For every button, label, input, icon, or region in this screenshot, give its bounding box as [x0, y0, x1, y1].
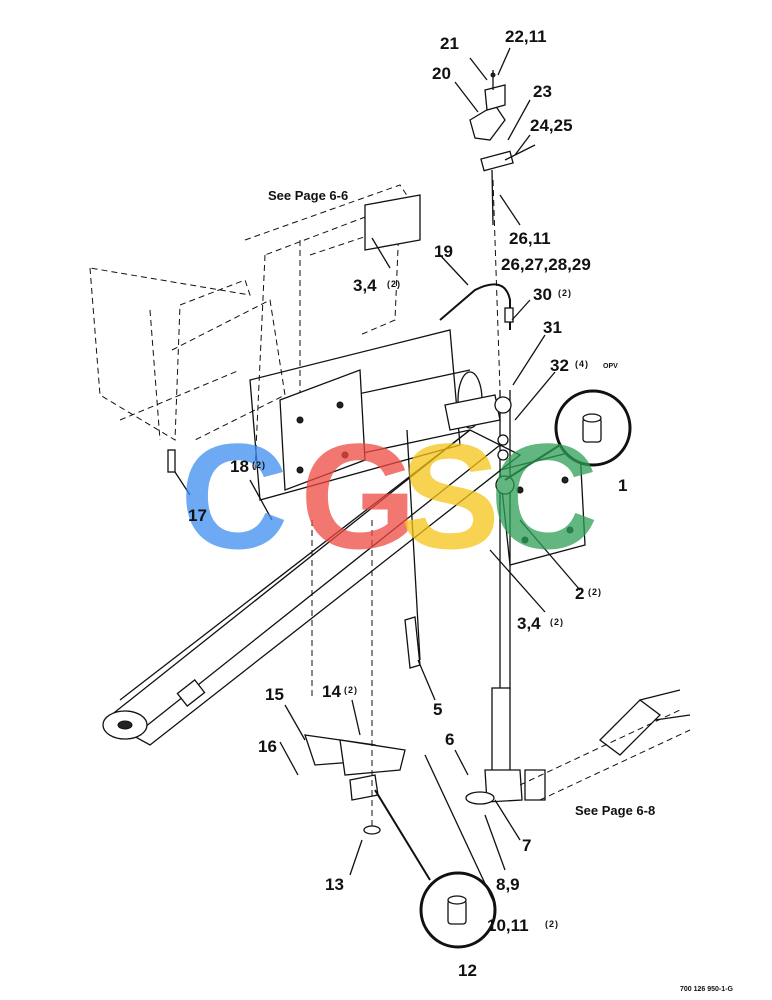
jack-shaft [491, 179, 515, 779]
watermark-letter-s: S [400, 412, 500, 580]
callout-31: 31 [543, 318, 562, 337]
pin-17 [167, 449, 176, 473]
hitch-tongue [102, 429, 522, 746]
lower-brackets [304, 429, 421, 835]
callout-7: 7 [522, 836, 531, 855]
callout-2: 2 [575, 584, 584, 603]
callout-17: 17 [188, 506, 207, 525]
callout-3-4-mid: 3,4 [517, 614, 541, 633]
callout-12: 12 [458, 961, 477, 980]
callout-30-qty: (2) [558, 288, 572, 298]
callout-8-9: 8,9 [496, 875, 520, 894]
callout-13: 13 [325, 875, 344, 894]
hose-19 [439, 283, 514, 330]
note-see-page-6-6: See Page 6-6 [268, 188, 348, 203]
callout-5: 5 [433, 700, 442, 719]
callout-1: 1 [618, 476, 627, 495]
callout-2-qty: (2) [588, 587, 602, 597]
callout-labels: 21 22,11 20 23 24,25 See Page 6-6 26,11 … [188, 27, 733, 993]
callout-18-qty: (2) [252, 460, 266, 470]
watermark-letter-g: G [300, 412, 417, 580]
leader-lines [174, 47, 581, 906]
callout-32-qty: (4) [575, 359, 589, 369]
note-see-page-6-8: See Page 6-8 [575, 803, 655, 818]
callout-16: 16 [258, 737, 277, 756]
watermark-letter-c: C [180, 412, 288, 580]
callout-18: 18 [230, 457, 249, 476]
callout-30: 30 [533, 285, 552, 304]
callout-19: 19 [434, 242, 453, 261]
callout-32-opv: OPV [603, 363, 618, 370]
callout-10-11-qty: (2) [545, 919, 559, 929]
frame-phantom-lines [89, 184, 411, 471]
watermark-letter-c-2: C [490, 412, 598, 580]
callout-10-11: 10,11 [487, 916, 529, 935]
callout-21: 21 [440, 34, 459, 53]
detail-circle-12 [374, 789, 497, 949]
callout-6: 6 [445, 730, 454, 749]
gearbox-assembly [469, 70, 536, 226]
figure-number: 700 126 950-1-G [680, 986, 733, 993]
callout-3-4-top-qty: (2) [387, 279, 401, 289]
callout-14: 14 [322, 682, 341, 701]
callout-24-25: 24,25 [530, 116, 573, 135]
callout-14-qty: (2) [344, 685, 358, 695]
callout-15: 15 [265, 685, 284, 704]
mounting-plates [279, 194, 586, 566]
callout-3-4-mid-qty: (2) [550, 617, 564, 627]
detail-circle-1 [504, 389, 632, 481]
callout-3-4-top: 3,4 [353, 276, 377, 295]
callout-26-27-28-29: 26,27,28,29 [501, 255, 591, 274]
watermark: C G S C [180, 412, 598, 580]
callout-32: 32 [550, 356, 569, 375]
gear-and-linkage [465, 689, 691, 805]
callout-26-11: 26,11 [509, 229, 551, 248]
callout-22-11: 22,11 [505, 27, 547, 46]
callout-20: 20 [432, 64, 451, 83]
callout-23: 23 [533, 82, 552, 101]
